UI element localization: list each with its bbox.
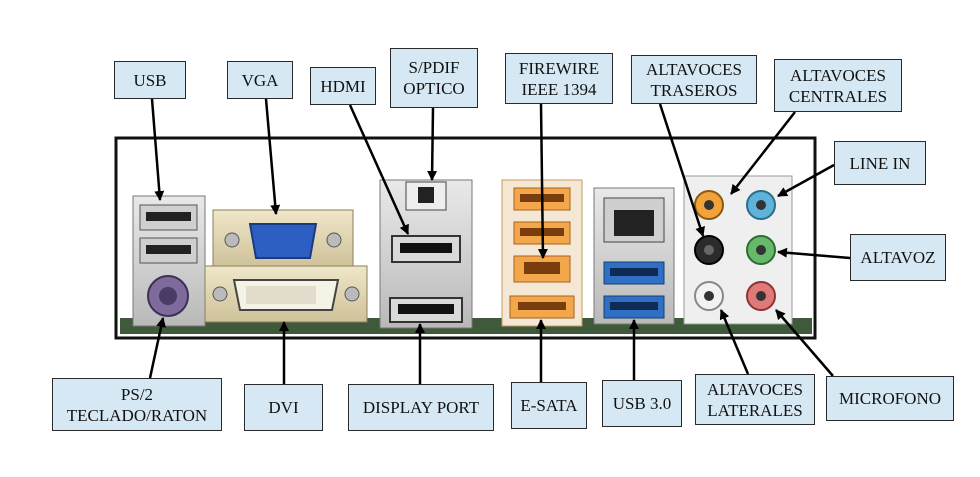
label-esata: E-SATA bbox=[511, 382, 587, 429]
arrow-speaker bbox=[777, 247, 851, 260]
arrow-usb bbox=[150, 98, 165, 201]
label-usb-text: USB bbox=[133, 70, 167, 90]
label-firewire-line1: FIREWIRE bbox=[518, 58, 600, 78]
usb-stack bbox=[132, 195, 206, 327]
label-dvi-text: DVI bbox=[268, 398, 299, 417]
arrow-ps2 bbox=[148, 317, 166, 379]
label-displayport: DISPLAY PORT bbox=[348, 384, 494, 431]
label-ps2: PS/2 TECLADO/RATON bbox=[52, 378, 222, 431]
label-side-line2: LATERALES bbox=[707, 400, 803, 420]
label-hdmi: HDMI bbox=[310, 67, 376, 105]
label-vga: VGA bbox=[227, 61, 293, 99]
label-esata-text: E-SATA bbox=[520, 396, 578, 415]
label-firewire: FIREWIRE IEEE 1394 bbox=[505, 53, 613, 104]
arrow-spdif bbox=[427, 107, 438, 181]
arrow-vga bbox=[264, 98, 281, 215]
label-usb3-text: USB 3.0 bbox=[612, 394, 672, 413]
label-usb: USB bbox=[114, 61, 186, 99]
label-spdif-line1: S/PDIF bbox=[408, 58, 460, 77]
label-line-in: LINE IN bbox=[834, 141, 926, 185]
label-spdif: S/PDIF OPTICO bbox=[390, 48, 478, 108]
label-ps2-line1: PS/2 bbox=[120, 384, 154, 404]
label-center-line2: CENTRALES bbox=[788, 86, 888, 106]
arrow-rear bbox=[658, 103, 705, 237]
arrow-side bbox=[719, 309, 750, 375]
audio-jacks bbox=[683, 175, 793, 325]
label-firewire-line2: IEEE 1394 bbox=[521, 79, 597, 99]
label-center-line1: ALTAVOCES bbox=[790, 65, 886, 85]
spdif-port bbox=[405, 181, 447, 211]
label-mic-text: MICROFONO bbox=[838, 389, 942, 408]
callout-arrows bbox=[148, 98, 851, 384]
label-dvi: DVI bbox=[244, 384, 323, 431]
dvi-connector bbox=[204, 265, 368, 323]
label-side-line1: ALTAVOCES bbox=[707, 379, 803, 399]
label-mic: MICROFONO bbox=[826, 376, 954, 421]
label-rear-line1: ALTAVOCES bbox=[646, 59, 742, 79]
vga-connector bbox=[212, 209, 354, 267]
label-rear-speakers: ALTAVOCES TRASEROS bbox=[631, 55, 757, 104]
label-vga-text: VGA bbox=[241, 70, 279, 90]
label-side-speakers: ALTAVOCES LATERALES bbox=[695, 374, 815, 425]
arrow-hdmi bbox=[348, 104, 410, 235]
label-center-speakers: ALTAVOCES CENTRALES bbox=[774, 59, 902, 112]
label-speaker-text: ALTAVOZ bbox=[860, 248, 936, 267]
label-rear-line2: TRASEROS bbox=[650, 80, 738, 100]
label-hdmi-text: HDMI bbox=[320, 76, 366, 96]
label-usb3: USB 3.0 bbox=[602, 380, 682, 427]
arrow-center bbox=[730, 111, 796, 195]
arrow-mic bbox=[775, 309, 834, 377]
label-displayport-text: DISPLAY PORT bbox=[362, 398, 480, 417]
arrow-firewire bbox=[537, 103, 548, 259]
label-ps2-line2: TECLADO/RATON bbox=[66, 405, 208, 425]
label-speaker: ALTAVOZ bbox=[850, 234, 946, 281]
lan-usb3-stack bbox=[593, 187, 675, 325]
label-line-in-text: LINE IN bbox=[849, 153, 911, 173]
label-spdif-line2: OPTICO bbox=[403, 79, 465, 98]
arrow-linein bbox=[777, 163, 835, 198]
